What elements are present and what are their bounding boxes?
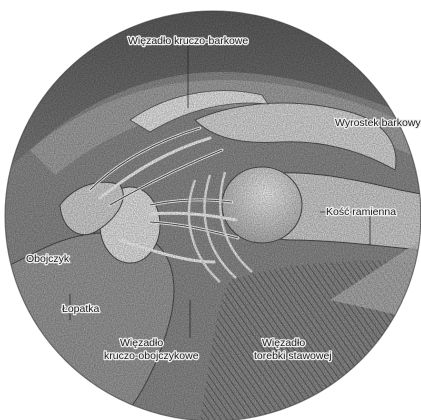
label-left-edge: Obojczyk Obojczyk — [26, 253, 70, 265]
label-coracoacromial: Więzadło kruczo-barkowe Więzadło kruczo-… — [128, 35, 248, 47]
svg-text:Więzadło kruczo-barkowe: Więzadło kruczo-barkowe — [128, 35, 248, 47]
label-scapula: Łopatka Łopatka — [62, 303, 100, 315]
svg-text:Kość ramienna: Kość ramienna — [326, 206, 396, 218]
label-humerus: Kość ramienna Kość ramienna — [326, 206, 396, 218]
svg-text:Więzadło: Więzadło — [120, 337, 163, 349]
svg-text:Więzadło: Więzadło — [262, 337, 305, 349]
svg-text:torebki stawowej: torebki stawowej — [254, 350, 332, 362]
svg-text:Obojczyk: Obojczyk — [26, 253, 70, 265]
svg-text:kruczo-obojczykowe: kruczo-obojczykowe — [104, 350, 199, 362]
label-acromion: Wyrostek barkowy Wyrostek barkowy — [335, 117, 421, 129]
svg-text:Łopatka: Łopatka — [62, 303, 100, 315]
svg-text:Wyrostek barkowy: Wyrostek barkowy — [335, 117, 421, 129]
